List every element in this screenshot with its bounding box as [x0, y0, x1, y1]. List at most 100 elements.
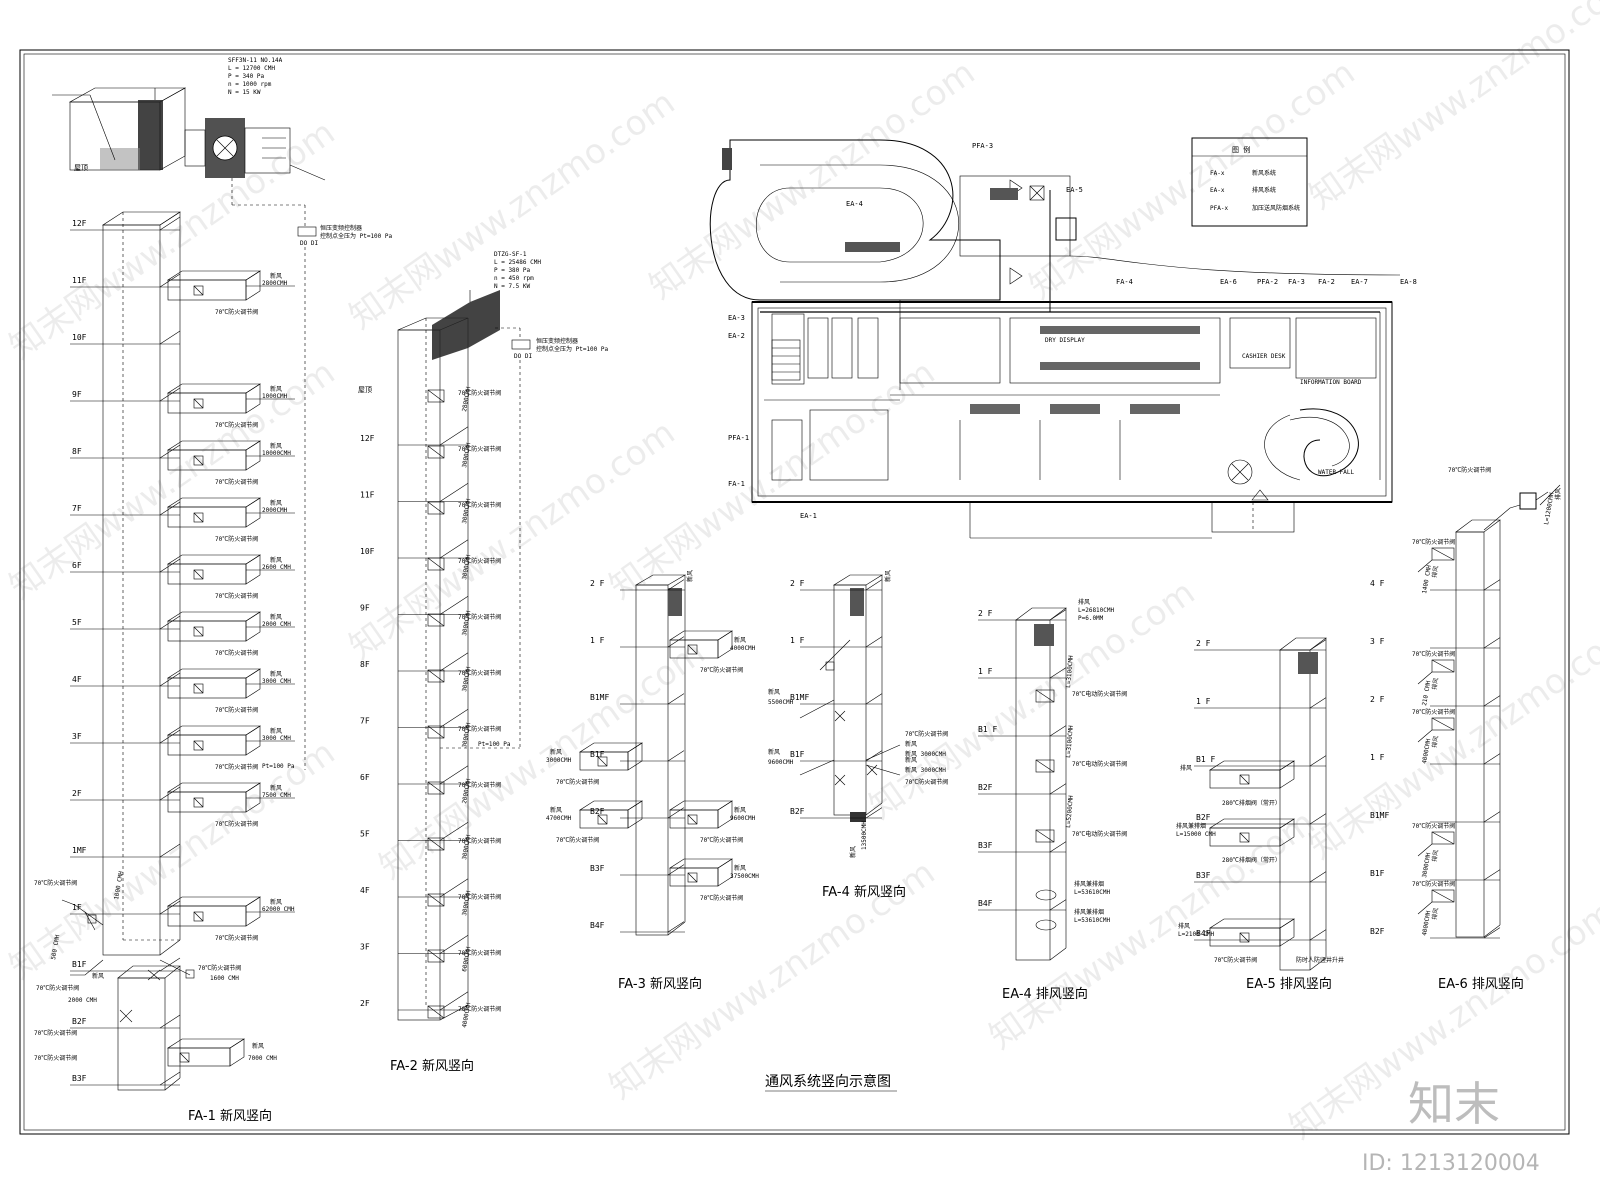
fa4-floors-label-2: B1MF [790, 693, 809, 702]
fa1-branch-box-5-side [245, 611, 261, 642]
ea5-smoke: 排风兼排烟 [1176, 822, 1206, 830]
fa1-floors-label-4: 8F [72, 447, 82, 456]
fa1-branch-title-3: 新风 [270, 499, 282, 507]
fa1-branch-damper-b1: 70℃防火调节阀 [198, 964, 241, 972]
fa1-controller-line2: 控制点全压为 Pt=100 Pa [320, 232, 393, 240]
ea4-branch-damper-2: 70℃电动防火调节阀 [1072, 830, 1127, 838]
ea6-branch-title-4: 排风 [1430, 907, 1440, 920]
fa2-branch-flow-1: 3000CMH [461, 442, 472, 468]
fa2-branch-9 [427, 893, 445, 907]
fa3-branch-box-3 [669, 809, 719, 829]
fa3-branch-damper-3-diag [687, 814, 698, 825]
plan-spiral-stair [1299, 408, 1359, 477]
fa1-filter [138, 100, 163, 170]
fa2-floors-iso-9 [439, 935, 469, 954]
fa3-floors-iso-5 [667, 864, 685, 876]
plan-label-10: EA-3 [728, 314, 745, 322]
fa1-branch-damper-low [179, 1052, 190, 1063]
ea6-branch-damper-1: 70℃防火调节阀 [1412, 650, 1455, 658]
fa2-branch-damper-1: 70℃防火调节阀 [458, 445, 501, 453]
plan-note-waterfall: WATER FALL [1318, 469, 1355, 476]
fa3-floors-label-4: B2F [590, 807, 605, 816]
ea5-branch-damper-2 [1239, 932, 1250, 943]
ea4-top-line-0: 排风 [1078, 598, 1090, 606]
ea6-branch-title-3: 排风 [1430, 849, 1440, 862]
fa1-caption: FA-1 新风竖向 [188, 1108, 272, 1124]
fa2-branch-5 [427, 669, 445, 683]
fa2-floors-label-3: 9F [360, 604, 370, 613]
ea5-branch-box-1-side [1279, 818, 1295, 847]
fa1-branch-damper-0 [193, 285, 204, 296]
fa3-floors-label-1: 1 F [590, 636, 605, 645]
plan-label-12: PFA-1 [728, 434, 749, 442]
ea4-branch-damper-1: 70℃电动防火调节阀 [1072, 760, 1127, 768]
fa2-branch-flow-4: 3000CMH [461, 610, 472, 636]
fa2-branch-damper-5: 70℃防火调节阀 [458, 669, 501, 677]
watermark-tile-8: 知末网www.znzmo.com [862, 573, 1202, 828]
ea6-exhaust: 排风 [1554, 488, 1562, 500]
fa2-branch-damper-8: 70℃防火调节阀 [458, 837, 501, 845]
ea6-floors-iso-4 [1483, 811, 1501, 823]
fa1-branch-damper-7 [193, 740, 204, 751]
fa1-branch-box-3-side [245, 497, 261, 528]
watermark-tile-6: 知末网www.znzmo.com [342, 413, 682, 668]
ea4-branch-flow-0: L=3100CMH [1065, 655, 1075, 688]
ea4-top-line-1: L=26810CMH [1078, 607, 1115, 614]
fa1-floors-label-3: 9F [72, 390, 82, 399]
fa3-floors-label-3: B1F [590, 750, 605, 759]
ea6-floors-iso-0 [1483, 579, 1501, 591]
fa3-branch-damper-0 [687, 644, 698, 655]
ea5-damper-70: 70℃防火调节阀 [1214, 956, 1257, 964]
fa1-branch-box-0-top [166, 270, 262, 281]
ea6-branch-damper-4: 70℃防火调节阀 [1412, 880, 1455, 888]
fa1-side-inlet: 新风 [92, 972, 104, 980]
fa1-side-damper-3: 70℃防火调节阀 [34, 1029, 77, 1037]
ea6-branch-title-1: 排风 [1430, 677, 1440, 690]
ea5-branch-box-2-side [1279, 918, 1295, 947]
ea6-branch-title-2: 排风 [1430, 735, 1440, 748]
fa1-floors-iso-15 [159, 1071, 181, 1086]
ea5-branch-damper-0 [1239, 774, 1250, 785]
fa2-floors-iso-10 [439, 991, 469, 1011]
fa1-branch-box-4-top [166, 554, 262, 565]
fa3-branches: 新风4000CMH70℃防火调节阀新风3000CMH70℃防火调节阀新风4700… [546, 630, 759, 902]
ea5-branch-box-2-top [1208, 918, 1296, 929]
fa2-floors-iso-7 [439, 822, 469, 841]
fa3-branch-box-4 [669, 867, 719, 887]
fa1-branch-box-2-side [245, 440, 261, 471]
fa2-branch-10 [427, 949, 445, 963]
fa1-branch-box-5-top [166, 611, 262, 622]
fa1-branch-damper-label-7: 70℃防火调节阀 [215, 763, 258, 771]
ea5-floors-iso-3 [1309, 813, 1327, 825]
fa2-branch-11 [427, 1005, 445, 1019]
fa2-branch-4 [427, 613, 445, 627]
fa2-spec-line-4: N = 7.5 KW [494, 283, 531, 290]
fa2-branch-damper-3: 70℃防火调节阀 [458, 557, 501, 565]
fa1-spec-line-0: SFF3N-11 NO.14A [228, 57, 283, 64]
ea6-branch-diag-1 [1431, 659, 1455, 673]
fa1-floors-label-7: 5F [72, 618, 82, 627]
fa3-branch-box-3-side [717, 800, 733, 829]
fa1-branches: 新风2800CMH70℃防火调节阀新风1000CMH70℃防火调节阀新风1000… [166, 270, 295, 1067]
fa1-branch-damper-7-diag [193, 740, 204, 751]
fa1-branch-damper-label-3: 70℃防火调节阀 [215, 535, 258, 543]
fa1-floors-label-10: 2F [72, 789, 82, 798]
fa1-branch-flow-6: 3000 CMH [262, 678, 291, 685]
ea4-floors-iso-1 [1049, 667, 1067, 679]
ea4-floors-iso-3 [1049, 783, 1067, 795]
fa3-branch-damper-1 [597, 756, 608, 767]
fa2-floors-label-9: 3F [360, 943, 370, 952]
ea6-branch-1 [1431, 659, 1455, 673]
fa4-branch-flow-1: 9600CMH [768, 759, 794, 766]
fa1-branch-box-8-side [245, 782, 261, 813]
fa1-branch-damper-3 [193, 512, 204, 523]
ea5-flow-1: L=15000 CMH [1176, 831, 1216, 838]
fa2-branch-flow-6: 3000CMH [461, 722, 472, 748]
fa4-diag-3 [799, 759, 835, 776]
ea6-floors-label-6: B2F [1370, 927, 1385, 936]
